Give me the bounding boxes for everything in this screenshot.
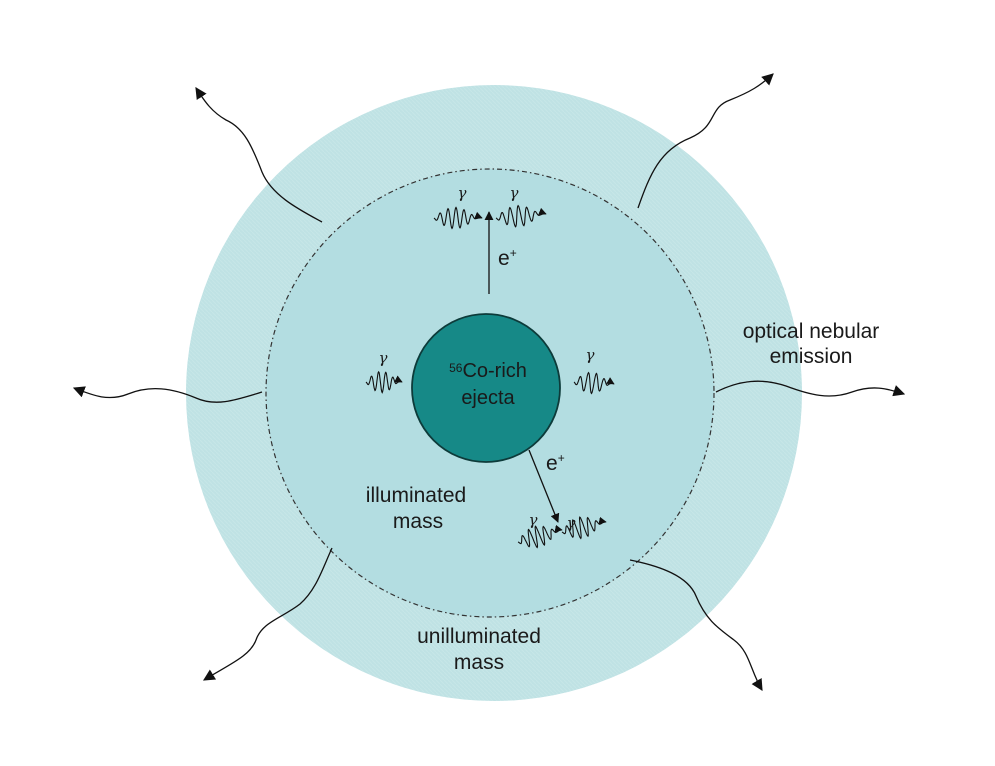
co-rich-ejecta-core — [411, 313, 561, 463]
gamma-wave-bottom-left — [517, 524, 563, 549]
positron-label-bottom: e+ — [546, 451, 565, 475]
gamma-symbol-bottom-right: γ — [567, 514, 576, 532]
gamma-wave-bottom-right — [561, 516, 607, 540]
gamma-wave-top-left — [433, 206, 483, 230]
gamma-rays — [365, 204, 615, 549]
emission-ray-right — [715, 380, 906, 397]
illuminated-label-line2: mass — [393, 510, 443, 533]
emission-ray-bottom-left — [203, 547, 333, 681]
gamma-symbol-top-right: γ — [510, 184, 519, 202]
positron-track-down — [528, 449, 560, 523]
emission-label-line1: optical nebular — [743, 320, 880, 343]
core-label-element: Co-rich — [462, 360, 526, 382]
unilluminated-label-line2: mass — [454, 651, 504, 674]
emission-ray-bottom-right — [629, 559, 763, 692]
emission-ray-top-right — [637, 73, 774, 209]
gamma-symbol-top-left: γ — [458, 184, 467, 202]
core-label-line2: ejecta — [461, 387, 515, 409]
illuminated-label-line1: illuminated — [366, 484, 466, 507]
gamma-symbol-left: γ — [379, 349, 388, 367]
positron-label-top: e+ — [498, 246, 517, 270]
gamma-symbol-bottom-left: γ — [529, 511, 538, 529]
emission-label-line2: emission — [770, 345, 853, 368]
unilluminated-label-line1: unilluminated — [417, 625, 541, 648]
gamma-wave-right — [573, 371, 615, 395]
gamma-symbol-right: γ — [586, 346, 595, 364]
core-label-line1: 56Co-rich — [449, 360, 527, 382]
gamma-wave-left — [365, 370, 403, 394]
gamma-wave-top-right — [495, 204, 547, 228]
emission-ray-left — [72, 386, 263, 403]
emission-ray-top-left — [195, 87, 323, 223]
isotope-superscript: 56 — [449, 361, 463, 375]
